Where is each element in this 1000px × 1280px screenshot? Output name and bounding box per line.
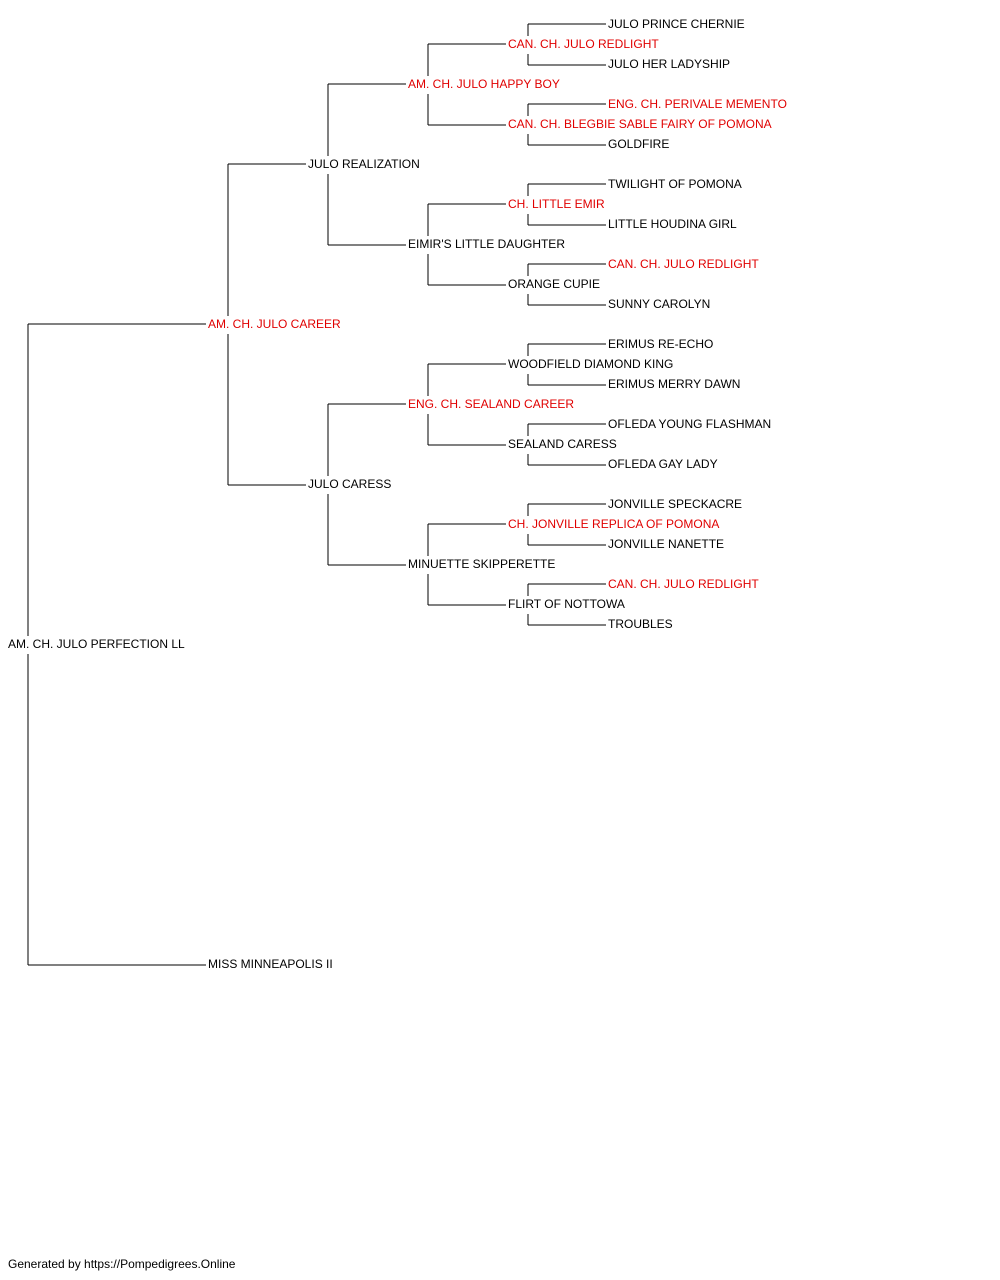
pedigree-name: AM. CH. JULO HAPPY BOY [408,77,560,91]
pedigree-name: JULO PRINCE CHERNIE [608,17,745,31]
pedigree-name: GOLDFIRE [608,137,669,151]
pedigree-name: LITTLE HOUDINA GIRL [608,217,737,231]
footer-credit: Generated by https://Pompedigrees.Online [8,1257,236,1271]
pedigree-name: ERIMUS RE-ECHO [608,337,713,351]
pedigree-name: ENG. CH. SEALAND CAREER [408,397,574,411]
pedigree-name: JULO HER LADYSHIP [608,57,730,71]
pedigree-name: JULO CARESS [308,477,391,491]
pedigree-name: MINUETTE SKIPPERETTE [408,557,555,571]
pedigree-name: AM. CH. JULO PERFECTION LL [8,637,185,651]
pedigree-name: CAN. CH. BLEGBIE SABLE FAIRY OF POMONA [508,117,772,131]
pedigree-name: JULO REALIZATION [308,157,420,171]
pedigree-name: CAN. CH. JULO REDLIGHT [608,257,759,271]
pedigree-name: CAN. CH. JULO REDLIGHT [608,577,759,591]
pedigree-name: OFLEDA YOUNG FLASHMAN [608,417,771,431]
pedigree-name: SEALAND CARESS [508,437,617,451]
pedigree-name: FLIRT OF NOTTOWA [508,597,625,611]
pedigree-name: ORANGE CUPIE [508,277,600,291]
pedigree-name: SUNNY CAROLYN [608,297,710,311]
pedigree-name: TROUBLES [608,617,673,631]
pedigree-name: JONVILLE NANETTE [608,537,724,551]
pedigree-name: WOODFIELD DIAMOND KING [508,357,673,371]
pedigree-name: ENG. CH. PERIVALE MEMENTO [608,97,787,111]
pedigree-name: CH. JONVILLE REPLICA OF POMONA [508,517,719,531]
pedigree-name: CAN. CH. JULO REDLIGHT [508,37,659,51]
pedigree-name: TWILIGHT OF POMONA [608,177,742,191]
pedigree-name: ERIMUS MERRY DAWN [608,377,740,391]
pedigree-name: CH. LITTLE EMIR [508,197,605,211]
pedigree-name: MISS MINNEAPOLIS II [208,957,333,971]
pedigree-name: JONVILLE SPECKACRE [608,497,742,511]
pedigree-name: AM. CH. JULO CAREER [208,317,341,331]
pedigree-name: OFLEDA GAY LADY [608,457,718,471]
pedigree-name: EIMIR'S LITTLE DAUGHTER [408,237,565,251]
